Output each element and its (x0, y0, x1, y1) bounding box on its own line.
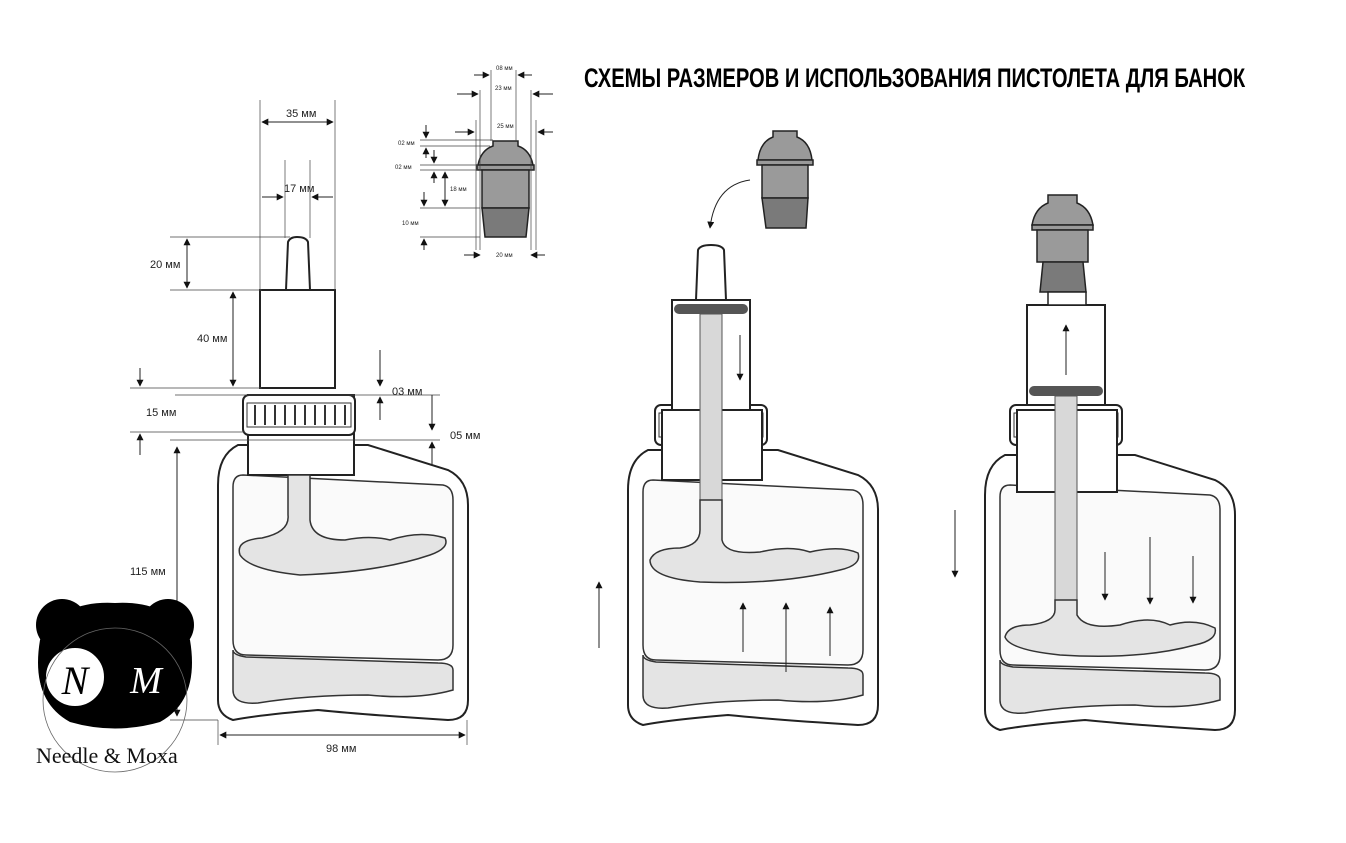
dim-nozzle-width: 35 мм (286, 108, 316, 120)
dim-shoulder: 05 мм (450, 430, 480, 442)
dim-tip-height: 20 мм (150, 259, 180, 271)
dim-gap: 03 мм (392, 386, 422, 398)
needle-moxa-logo: N M Needle & Moxa (36, 599, 194, 773)
logo-initial-m: M (129, 660, 164, 702)
dim-nozzle-height: 40 мм (197, 333, 227, 345)
dim-collar-height: 15 мм (146, 407, 176, 419)
dim-body-width: 98 мм (326, 743, 356, 755)
dim-cap-rim-height: 02 мм (395, 165, 412, 171)
dim-body-height: 115 мм (130, 566, 166, 578)
dim-cap-rim-width: 25 мм (497, 124, 514, 130)
dim-cap-bottom-width: 20 мм (496, 253, 513, 259)
logo-brand-name: Needle & Moxa (36, 743, 178, 768)
dim-cap-top-width: 08 мм (496, 66, 513, 72)
dim-cap-upper-width: 23 мм (495, 86, 512, 92)
dim-tip-width: 17 мм (284, 183, 314, 195)
dim-cap-skirt-height: 10 мм (402, 221, 419, 227)
jar-usage-step-2 (951, 194, 1236, 731)
cap-dimension-drawing: 08 мм 23 мм 25 мм 02 мм 02 мм 18 мм 10 м… (395, 66, 553, 259)
jar-dimension-drawing: 35 мм 17 мм 20 мм 40 мм 03 мм 15 мм 05 м… (130, 100, 480, 755)
jar-usage-step-1 (595, 130, 879, 726)
dim-cap-body-height: 18 мм (450, 187, 467, 193)
logo-initial-n: N (61, 658, 91, 703)
diagram-title: СХЕМЫ РАЗМЕРОВ И ИСПОЛЬЗОВАНИЯ ПИСТОЛЕТА… (584, 63, 1246, 94)
dim-cap-top-height: 02 мм (398, 141, 415, 147)
